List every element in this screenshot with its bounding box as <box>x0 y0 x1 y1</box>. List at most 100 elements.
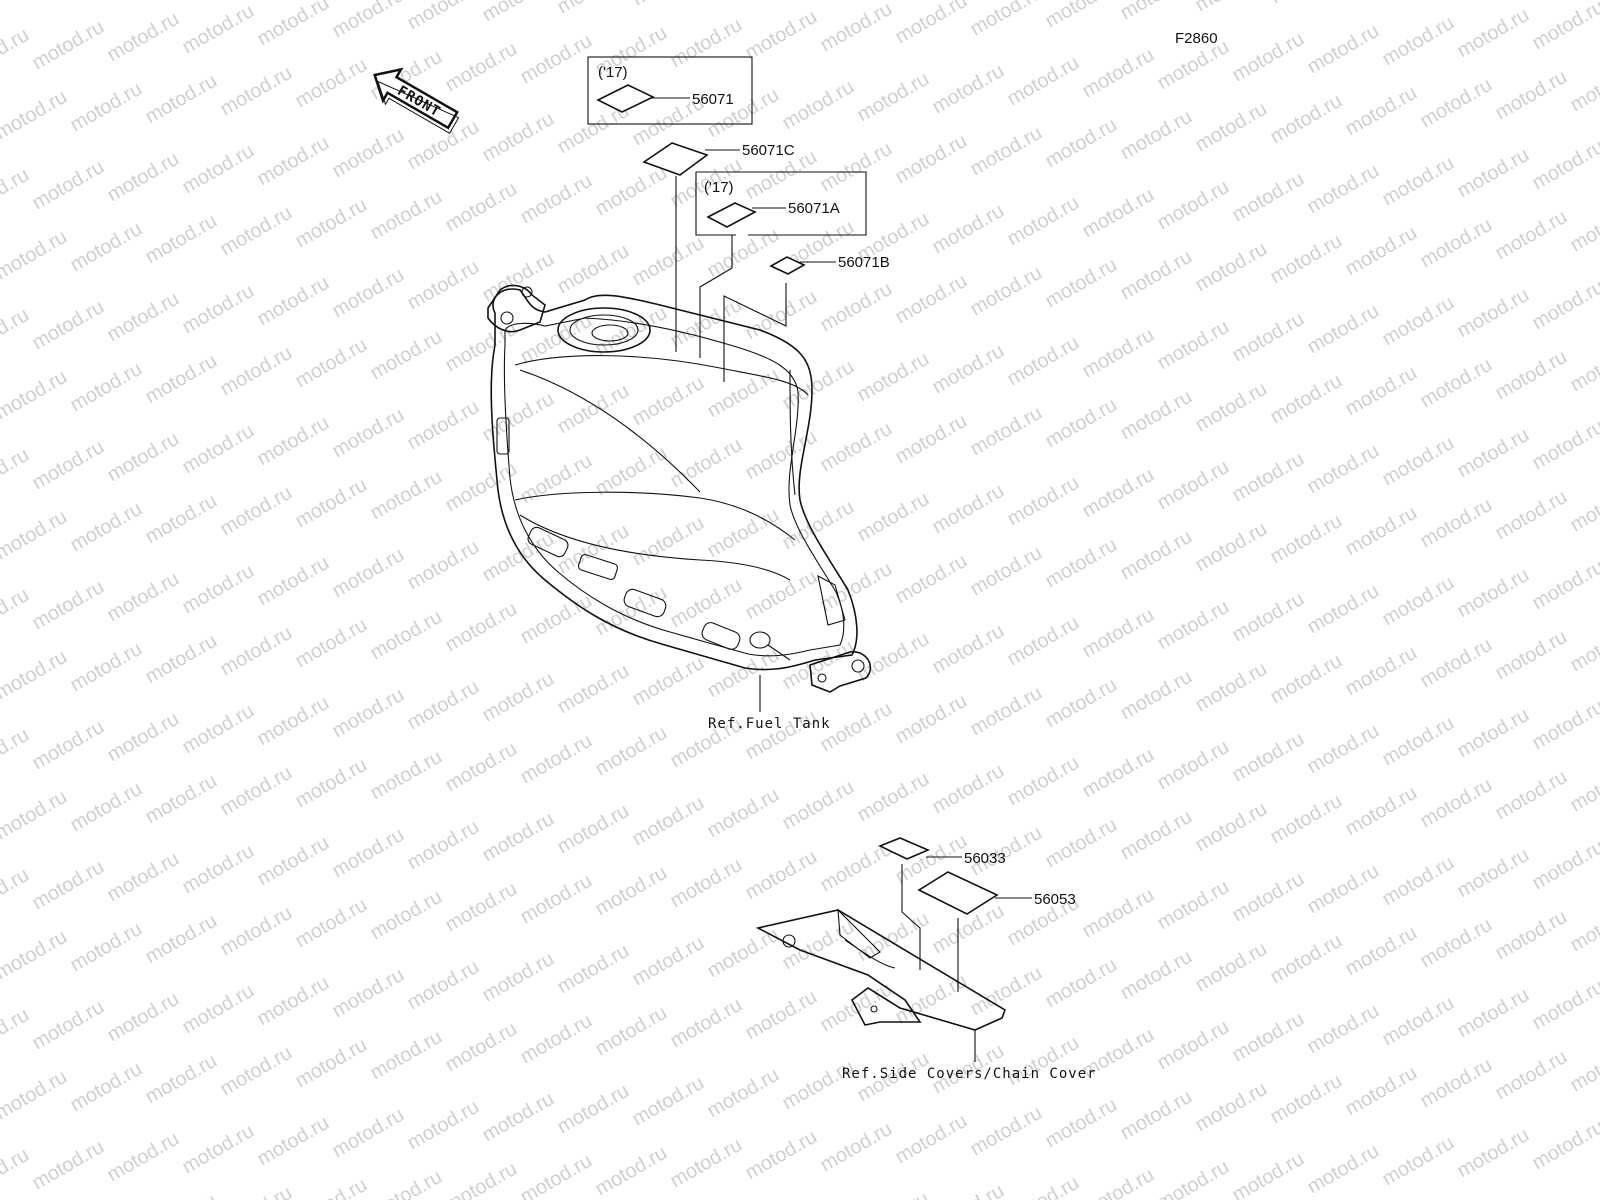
watermark-text: motod.ru <box>967 0 1046 40</box>
watermark-text: motod.ru <box>1229 448 1308 507</box>
watermark-text: motod.ru <box>1454 844 1533 903</box>
watermark-text: motod.ru <box>442 38 521 97</box>
watermark-text: motod.ru <box>0 506 71 565</box>
watermark-text: motod.ru <box>1229 1148 1308 1200</box>
watermark-text: motod.ru <box>292 1034 371 1093</box>
watermark-text: motod.ru <box>1042 254 1121 313</box>
watermark-text: motod.ru <box>1154 876 1233 935</box>
watermark-text: motod.ru <box>629 512 708 571</box>
watermark-text: motod.ru <box>1567 618 1600 677</box>
watermark-text: motod.ru <box>1079 744 1158 803</box>
watermark-text: motod.ru <box>0 1144 33 1200</box>
watermark-text: motod.ru <box>592 582 671 641</box>
watermark-text: motod.ru <box>1267 510 1346 569</box>
watermark-text: motod.ru <box>142 70 221 129</box>
watermark-text: motod.ru <box>1454 704 1533 763</box>
watermark-text: motod.ru <box>479 248 558 307</box>
watermark-text: motod.ru <box>442 178 521 237</box>
watermark-text: motod.ru <box>1567 58 1600 117</box>
watermark-text: motod.ru <box>479 808 558 867</box>
watermark-text: motod.ru <box>142 210 221 269</box>
watermark-text: motod.ru <box>1079 324 1158 383</box>
fuel-tank-drawing: Ref.Fuel Tank <box>487 284 872 732</box>
watermark-text: motod.ru <box>929 480 1008 539</box>
watermark-text: motod.ru <box>254 832 333 891</box>
watermark-text: motod.ru <box>292 1174 371 1200</box>
watermark-text: motod.ru <box>929 200 1008 259</box>
watermark-text: motod.ru <box>1192 0 1271 16</box>
watermark-text: motod.ru <box>1304 580 1383 639</box>
watermark-text: motod.ru <box>0 584 33 643</box>
watermark-text: motod.ru <box>1004 612 1083 671</box>
watermark-text: motod.ru <box>217 202 296 261</box>
watermark-text: motod.ru <box>1342 222 1421 281</box>
watermark-text: motod.ru <box>217 62 296 121</box>
watermark-text: motod.ru <box>1417 214 1496 273</box>
watermark-text: motod.ru <box>0 86 71 145</box>
watermark-text: motod.ru <box>1342 642 1421 701</box>
watermark-text: motod.ru <box>1567 338 1600 397</box>
watermark-text: motod.ru <box>667 994 746 1053</box>
watermark-text: motod.ru <box>1267 0 1346 8</box>
callout-56071B: 56071B <box>723 254 890 382</box>
watermark-text: motod.ru <box>29 156 108 215</box>
watermark-text: motod.ru <box>667 14 746 73</box>
watermark-text: motod.ru <box>254 0 333 50</box>
watermark-text: motod.ru <box>404 256 483 315</box>
watermark-text: motod.ru <box>1417 354 1496 413</box>
watermark-text: motod.ru <box>629 232 708 291</box>
watermark-text: motod.ru <box>967 262 1046 321</box>
watermark-text: motod.ru <box>1529 976 1600 1035</box>
watermark-text: motod.ru <box>329 964 408 1023</box>
watermark-text: motod.ru <box>104 288 183 347</box>
watermark-text: motod.ru <box>1079 604 1158 663</box>
watermark-text: motod.ru <box>554 240 633 299</box>
watermark-text: motod.ru <box>179 840 258 899</box>
watermark-text: motod.ru <box>1117 946 1196 1005</box>
watermark-text: motod.ru <box>0 24 33 83</box>
watermark-text: motod.ru <box>1567 198 1600 257</box>
watermark-text: motod.ru <box>1304 160 1383 219</box>
watermark-text: motod.ru <box>479 668 558 727</box>
watermark-text: motod.ru <box>1529 416 1600 475</box>
watermark-text: motod.ru <box>479 528 558 587</box>
callout-56071C: 56071C <box>642 142 795 352</box>
watermark-text: motod.ru <box>1192 938 1271 997</box>
callout-56071-note: ('17) <box>598 64 628 81</box>
watermark-text: motod.ru <box>179 140 258 199</box>
watermark-text: motod.ru <box>1267 1070 1346 1129</box>
watermark-text: motod.ru <box>929 60 1008 119</box>
decal-56033-icon <box>878 837 931 860</box>
watermark-text: motod.ru <box>1229 1008 1308 1067</box>
watermark-text: motod.ru <box>667 854 746 913</box>
watermark-text: motod.ru <box>0 366 71 425</box>
watermark-text: motod.ru <box>1192 238 1271 297</box>
watermark-text: motod.ru <box>1379 152 1458 211</box>
watermark-text: motod.ru <box>1117 0 1196 24</box>
watermark-text: motod.ru <box>67 638 146 697</box>
watermark-text: motod.ru <box>742 426 821 485</box>
watermark-text: motod.ru <box>1379 292 1458 351</box>
watermark-text: motod.ru <box>329 404 408 463</box>
watermark-text: motod.ru <box>779 76 858 135</box>
watermark-text: motod.ru <box>0 724 33 783</box>
watermark-text: motod.ru <box>1229 308 1308 367</box>
watermark-text: motod.ru <box>817 1118 896 1177</box>
watermark-text: motod.ru <box>1117 246 1196 305</box>
watermark-text: motod.ru <box>1154 1156 1233 1200</box>
watermark-text: motod.ru <box>1304 300 1383 359</box>
watermark-text: motod.ru <box>1192 518 1271 577</box>
watermark-text: motod.ru <box>1454 564 1533 623</box>
watermark-text: motod.ru <box>1042 1094 1121 1153</box>
watermark-text: motod.ru <box>1417 914 1496 973</box>
watermark-text: motod.ru <box>967 682 1046 741</box>
watermark-text: motod.ru <box>179 280 258 339</box>
watermark-text: motod.ru <box>742 706 821 765</box>
watermark-text: motod.ru <box>629 792 708 851</box>
watermark-text: motod.ru <box>217 762 296 821</box>
watermark-text: motod.ru <box>104 1128 183 1187</box>
watermark-text: motod.ru <box>0 226 71 285</box>
watermark-text: motod.ru <box>404 396 483 455</box>
watermark-text: motod.ru <box>0 1066 71 1125</box>
